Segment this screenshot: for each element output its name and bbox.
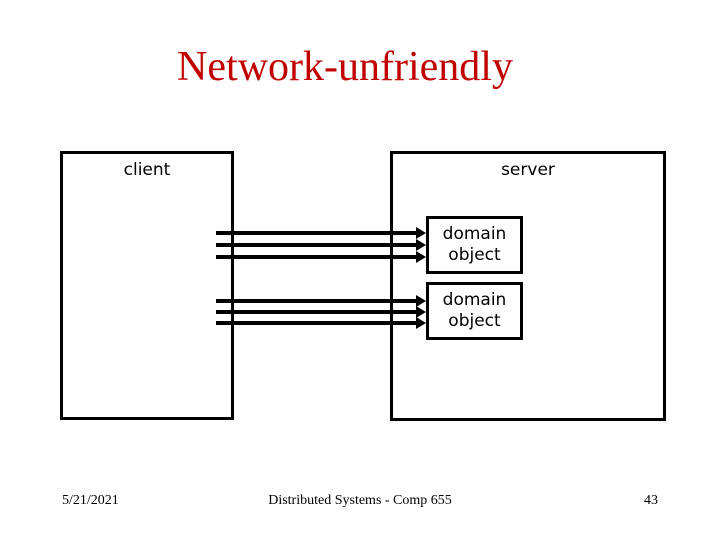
server-label: server xyxy=(501,160,555,180)
domain-object-box-2: domain object xyxy=(426,282,523,340)
request-arrow-6 xyxy=(216,321,416,325)
request-arrow-1 xyxy=(216,231,416,235)
slide-title: Network-unfriendly xyxy=(177,44,513,90)
client-label: client xyxy=(123,160,171,180)
request-arrow-5 xyxy=(216,310,416,314)
domain-object-box-1: domain object xyxy=(426,216,523,274)
footer-course: Distributed Systems - Comp 655 xyxy=(268,493,452,508)
client-box: client xyxy=(60,151,234,420)
domain-object-label-1: domain object xyxy=(442,224,507,265)
domain-object-label-2: domain object xyxy=(442,290,507,331)
footer-page-number: 43 xyxy=(644,493,658,508)
request-arrow-2 xyxy=(216,243,416,247)
footer-date: 5/21/2021 xyxy=(62,493,119,508)
request-arrow-3 xyxy=(216,255,416,259)
request-arrow-4 xyxy=(216,299,416,303)
